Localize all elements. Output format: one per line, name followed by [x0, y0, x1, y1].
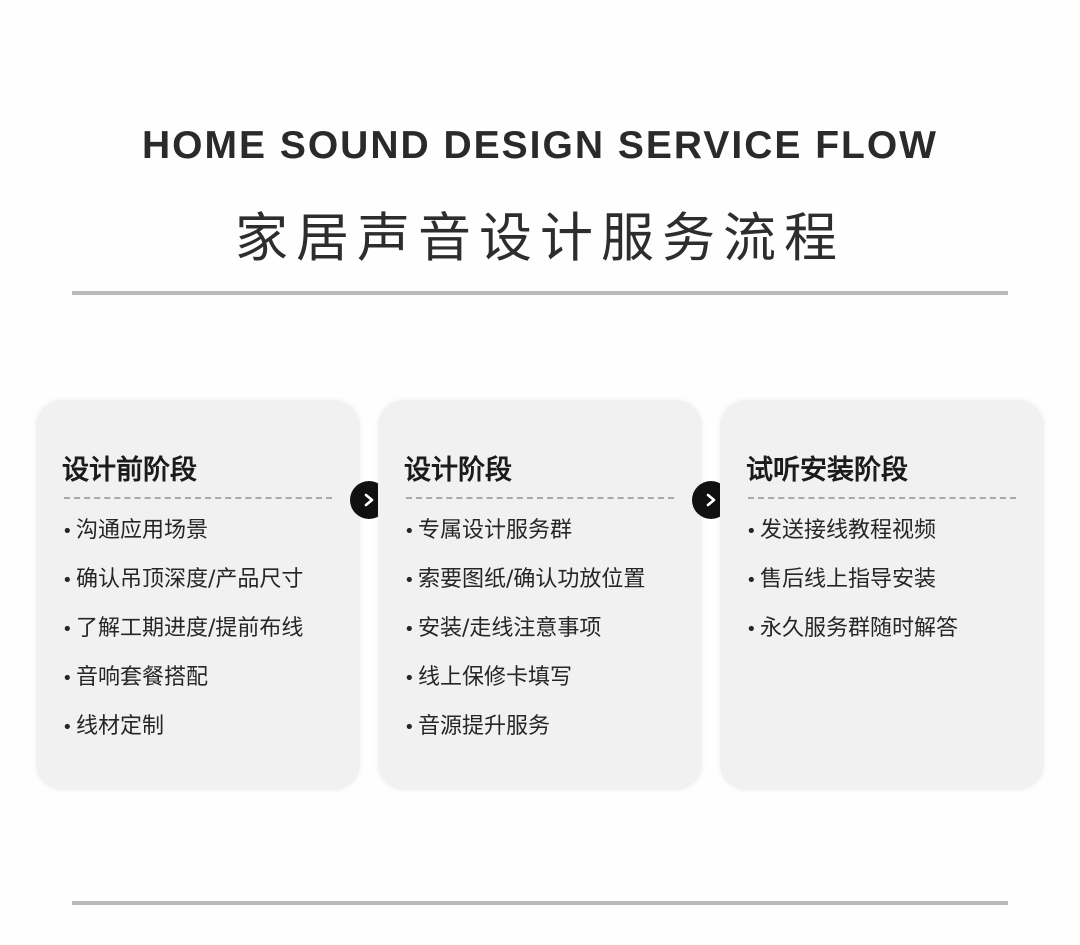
list-item: •线材定制	[62, 714, 165, 739]
list-item: •永久服务群随时解答	[746, 616, 959, 641]
list-item-label: 线材定制	[76, 714, 165, 739]
list-item: •索要图纸/确认功放位置	[404, 567, 646, 592]
list-item-label: 安装/走线注意事项	[418, 616, 602, 641]
list-item: •音源提升服务	[404, 714, 551, 739]
list-item-label: 索要图纸/确认功放位置	[418, 567, 646, 592]
list-item-label: 音源提升服务	[418, 714, 551, 739]
list-item: •安装/走线注意事项	[404, 616, 602, 641]
list-item-label: 了解工期进度/提前布线	[76, 616, 304, 641]
bottom-divider	[72, 901, 1008, 905]
list-item: •音响套餐搭配	[62, 665, 209, 690]
stage-item-list: •沟通应用场景 •确认吊顶深度/产品尺寸 •了解工期进度/提前布线 •音响套餐搭…	[62, 514, 303, 759]
list-item: •沟通应用场景	[62, 518, 209, 543]
list-item: •专属设计服务群	[404, 518, 573, 543]
top-divider	[72, 291, 1008, 295]
list-item: •售后线上指导安装	[746, 567, 937, 592]
stage-card-pre-design: 设计前阶段 •沟通应用场景 •确认吊顶深度/产品尺寸 •了解工期进度/提前布线 …	[36, 400, 360, 790]
dashed-divider	[64, 497, 332, 499]
list-item: •发送接线教程视频	[746, 518, 937, 543]
list-item-label: 线上保修卡填写	[418, 665, 573, 690]
list-item: •线上保修卡填写	[404, 665, 573, 690]
dashed-divider	[406, 497, 674, 499]
stage-title: 试听安装阶段	[746, 455, 908, 486]
stage-item-list: •专属设计服务群 •索要图纸/确认功放位置 •安装/走线注意事项 •线上保修卡填…	[404, 514, 645, 759]
list-item-label: 专属设计服务群	[418, 518, 573, 543]
list-item-label: 永久服务群随时解答	[760, 616, 959, 641]
page-title-zh: 家居声音设计服务流程	[235, 208, 845, 269]
stage-title: 设计前阶段	[62, 455, 197, 486]
list-item-label: 沟通应用场景	[76, 518, 209, 543]
stage-card-audition-install: 试听安装阶段 •发送接线教程视频 •售后线上指导安装 •永久服务群随时解答	[720, 400, 1044, 790]
list-item: •了解工期进度/提前布线	[62, 616, 304, 641]
list-item: •确认吊顶深度/产品尺寸	[62, 567, 304, 592]
page-title-en: HOME SOUND DESIGN SERVICE FLOW	[141, 124, 938, 167]
list-item-label: 发送接线教程视频	[760, 518, 937, 543]
stage-item-list: •发送接线教程视频 •售后线上指导安装 •永久服务群随时解答	[746, 514, 958, 661]
list-item-label: 售后线上指导安装	[760, 567, 937, 592]
list-item-label: 音响套餐搭配	[76, 665, 209, 690]
list-item-label: 确认吊顶深度/产品尺寸	[76, 567, 304, 592]
stage-card-design: 设计阶段 •专属设计服务群 •索要图纸/确认功放位置 •安装/走线注意事项 •线…	[378, 400, 702, 790]
dashed-divider	[748, 497, 1016, 499]
stage-title: 设计阶段	[404, 455, 512, 486]
